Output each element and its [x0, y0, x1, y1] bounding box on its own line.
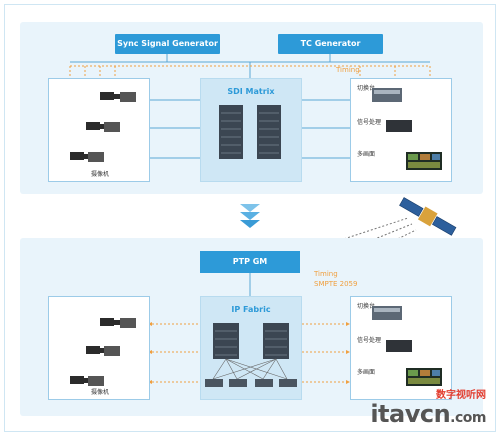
sdi-matrix: SDI Matrix: [200, 78, 302, 182]
ip-fabric-switch-icon: [205, 323, 297, 387]
camera-label-bottom: 摄像机: [91, 389, 110, 396]
ptp-gm: PTP GM: [200, 251, 300, 273]
multiviewer-label-bottom: 多画面: [357, 369, 376, 376]
timing-label-top: Timing: [336, 66, 360, 74]
multiviewer-label-top: 多画面: [357, 151, 376, 158]
watermark-main: itavcn: [370, 400, 451, 428]
watermark-red-text: 数字视听网: [436, 390, 486, 401]
tc-generator: TC Generator: [278, 34, 383, 54]
sdi-matrix-rack-icon: [219, 105, 281, 159]
watermark: 数字视听网 itavcn.com: [370, 390, 486, 428]
processing-label-bottom: 信号处理: [357, 337, 382, 344]
switcher-label-top: 切换台: [357, 85, 376, 92]
smpte-label: SMPTE 2059: [314, 280, 358, 288]
camera-label-top: 摄像机: [91, 171, 110, 178]
processing-label-top: 信号处理: [357, 119, 382, 126]
timing-label-bottom: Timing: [314, 270, 338, 278]
ip-fabric: IP Fabric: [200, 296, 302, 400]
watermark-suffix: .com: [450, 410, 486, 426]
switcher-label-bottom: 切换台: [357, 303, 376, 310]
sync-signal-generator: Sync Signal Generator: [115, 34, 220, 54]
ip-fabric-title: IP Fabric: [231, 305, 271, 314]
sdi-matrix-title: SDI Matrix: [227, 87, 275, 96]
